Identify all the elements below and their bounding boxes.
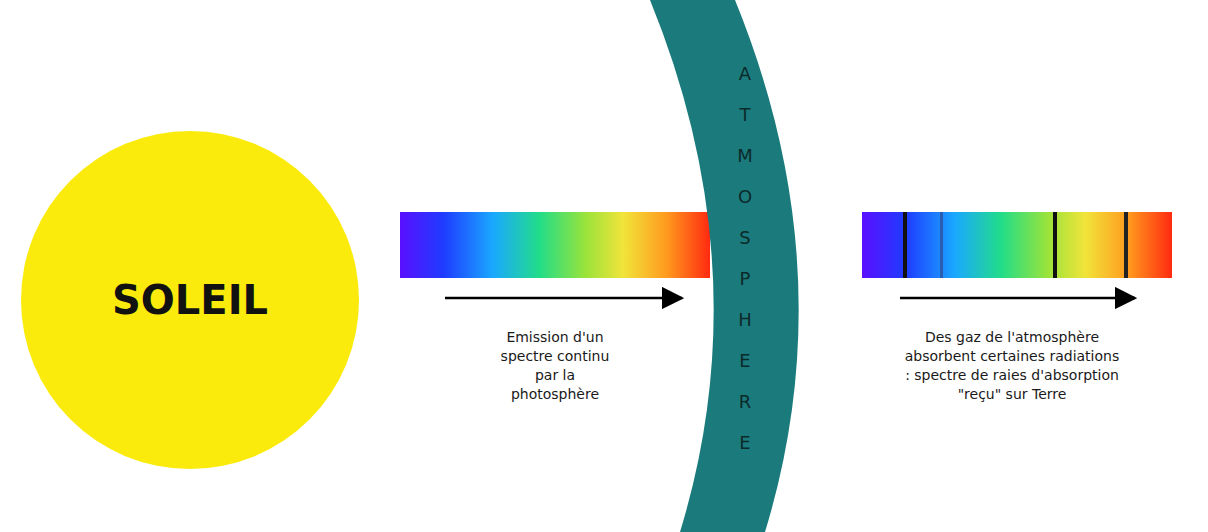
sun-label: SOLEIL bbox=[112, 277, 268, 323]
atmosphere-band: ATMOSPHERE bbox=[650, 0, 850, 532]
sun-circle: SOLEIL bbox=[20, 130, 360, 470]
caption-note: Des gaz de l'atmosphère absorbent certai… bbox=[905, 328, 1120, 404]
absorption-spectrum bbox=[862, 212, 1172, 278]
arrow bbox=[900, 297, 1135, 300]
continuous-spectrum bbox=[400, 212, 710, 278]
atmosphere-label: ATMOSPHERE bbox=[736, 53, 754, 463]
arrow bbox=[445, 297, 682, 300]
caption-note: Emission d'un spectre continu par la pho… bbox=[490, 328, 620, 404]
